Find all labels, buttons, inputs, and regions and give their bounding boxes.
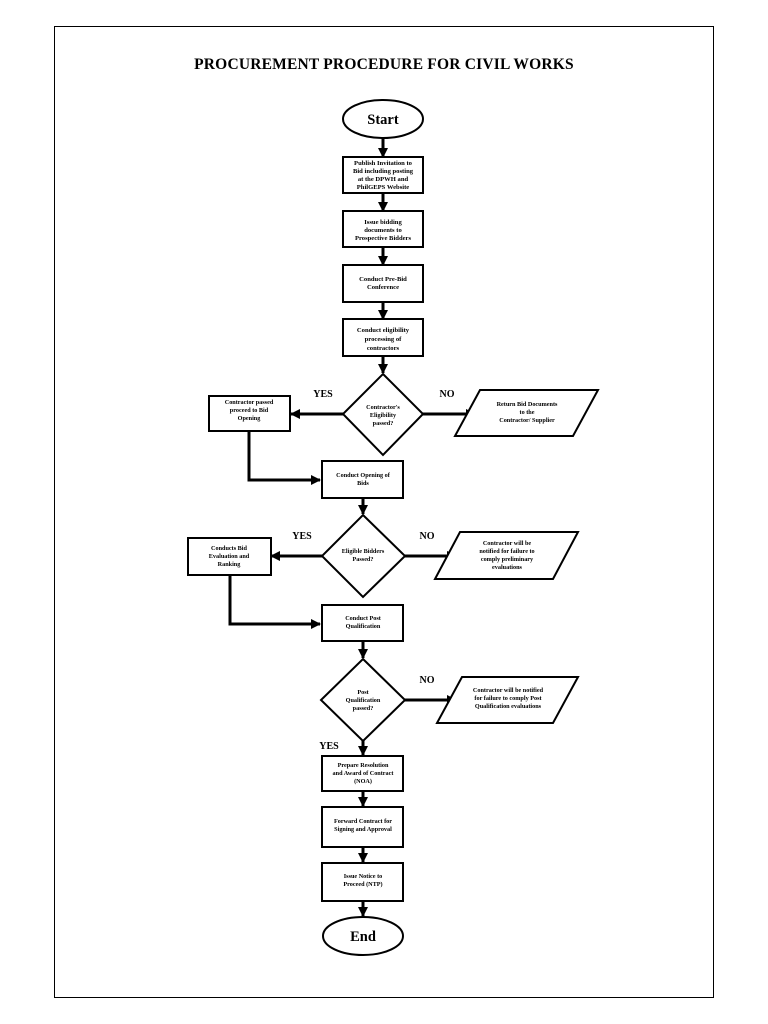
start-label: Start [367,112,399,128]
decision1-label-3: passed? [373,420,394,427]
notify-prelim-io [433,531,580,580]
return-docs-label-2: to the [520,409,535,416]
notify-prelim-label-3: comply preliminary [481,556,534,563]
eligibility-label-2: processing of [365,336,402,343]
opening-label-2: Bids [357,480,369,487]
post-qual-label-1: Conduct Post [345,615,382,622]
notify-prelim-label-4: evaluations [492,564,523,571]
end-label: End [350,929,376,945]
notify-postqual-label-2: for failure to comply Post [474,695,542,702]
no-label-2: NO [420,531,435,542]
eval-rank-label-2: Evaluation and [209,553,250,560]
decision1-label-1: Contractor's [366,404,400,411]
noa-label-2: and Award of Contract [333,770,395,777]
decision3-label-3: passed? [353,705,374,712]
passed-proceed-label-3: Opening [238,415,262,422]
issue-docs-label-1: Issue bidding [364,219,402,226]
decision3-label-2: Qualification [346,697,381,704]
prebid-step [342,264,424,303]
issue-docs-label-3: Prospective Bidders [355,235,412,242]
post-qual-step [321,604,404,642]
noa-label-3: (NOA) [354,778,372,785]
ntp-step [321,862,404,902]
yes-label-2: YES [292,531,312,542]
arrow-passed-to-opening [247,431,322,486]
decision2-label-2: Passed? [353,556,374,563]
eligibility-decision [341,372,425,457]
notify-postqual-label-3: Qualification evaluations [475,703,542,710]
noa-step [321,755,404,792]
decision2-label-1: Eligible Bidders [342,548,385,555]
no-label-3: NO [420,675,435,686]
eligibility-label-1: Conduct eligibility [357,327,410,334]
publish-step [342,156,424,194]
post-qual-decision [319,657,407,743]
prebid-label-1: Conduct Pre-Bid [359,276,407,283]
eligibility-label-3: contractors [367,345,400,352]
publish-label-1: Publish Invitation to [354,160,413,167]
forward-label-1: Forward Contract for [334,818,392,825]
notify-postqual-label-1: Contractor will be notified [473,687,544,694]
issue-docs-label-2: documents to [364,227,402,234]
yes-label-1: YES [313,389,333,400]
eval-rank-label-1: Conducts Bid [211,545,247,552]
decision1-label-2: Eligibility [370,412,397,419]
passed-proceed-label-2: proceed to Bid [230,407,269,414]
prebid-label-2: Conference [367,284,399,291]
eval-rank-label-3: Ranking [218,561,242,568]
shapes [187,99,600,956]
publish-label-2: Bid including posting [353,168,414,175]
end-terminal [322,916,404,956]
publish-label-3: at the DPWH and [358,176,409,183]
eval-rank-step [187,537,272,576]
ntp-label-2: Proceed (NTP) [343,881,382,888]
passed-proceed-label-1: Contractor passed [225,399,274,406]
page-border [54,26,714,998]
no-label-1: NO [440,389,455,400]
yes-label-3: YES [319,741,339,752]
return-docs-label-1: Return Bid Documents [497,401,558,408]
notify-prelim-label-2: notified for failure to [479,548,534,555]
notify-postqual-io [435,676,580,724]
labels: Start End Publish Invitation to Bid incl… [209,112,558,945]
passed-proceed-step [208,395,291,432]
publish-label-4: PhilGEPS Website [357,184,410,191]
noa-label-1: Prepare Resolution [338,762,389,769]
eligibility-step [342,318,424,357]
ntp-label-1: Issue Notice to [344,873,383,880]
issue-docs-step [342,210,424,248]
return-docs-label-3: Contractor/ Supplier [499,417,555,424]
eligible-bidders-decision [320,513,407,599]
forward-step [321,806,404,848]
decision3-label-1: Post [357,689,369,696]
diagram-title: PROCUREMENT PROCEDURE FOR CIVIL WORKS [194,56,574,73]
opening-step [321,460,404,499]
forward-label-2: Signing and Approval [334,826,392,833]
opening-label-1: Conduct Opening of [336,472,391,479]
post-qual-label-2: Qualification [346,623,381,630]
arrow-eval-to-postqual [228,575,322,630]
start-terminal [342,99,424,139]
notify-prelim-label-1: Contractor will be [483,540,532,547]
return-docs-io [453,389,600,437]
